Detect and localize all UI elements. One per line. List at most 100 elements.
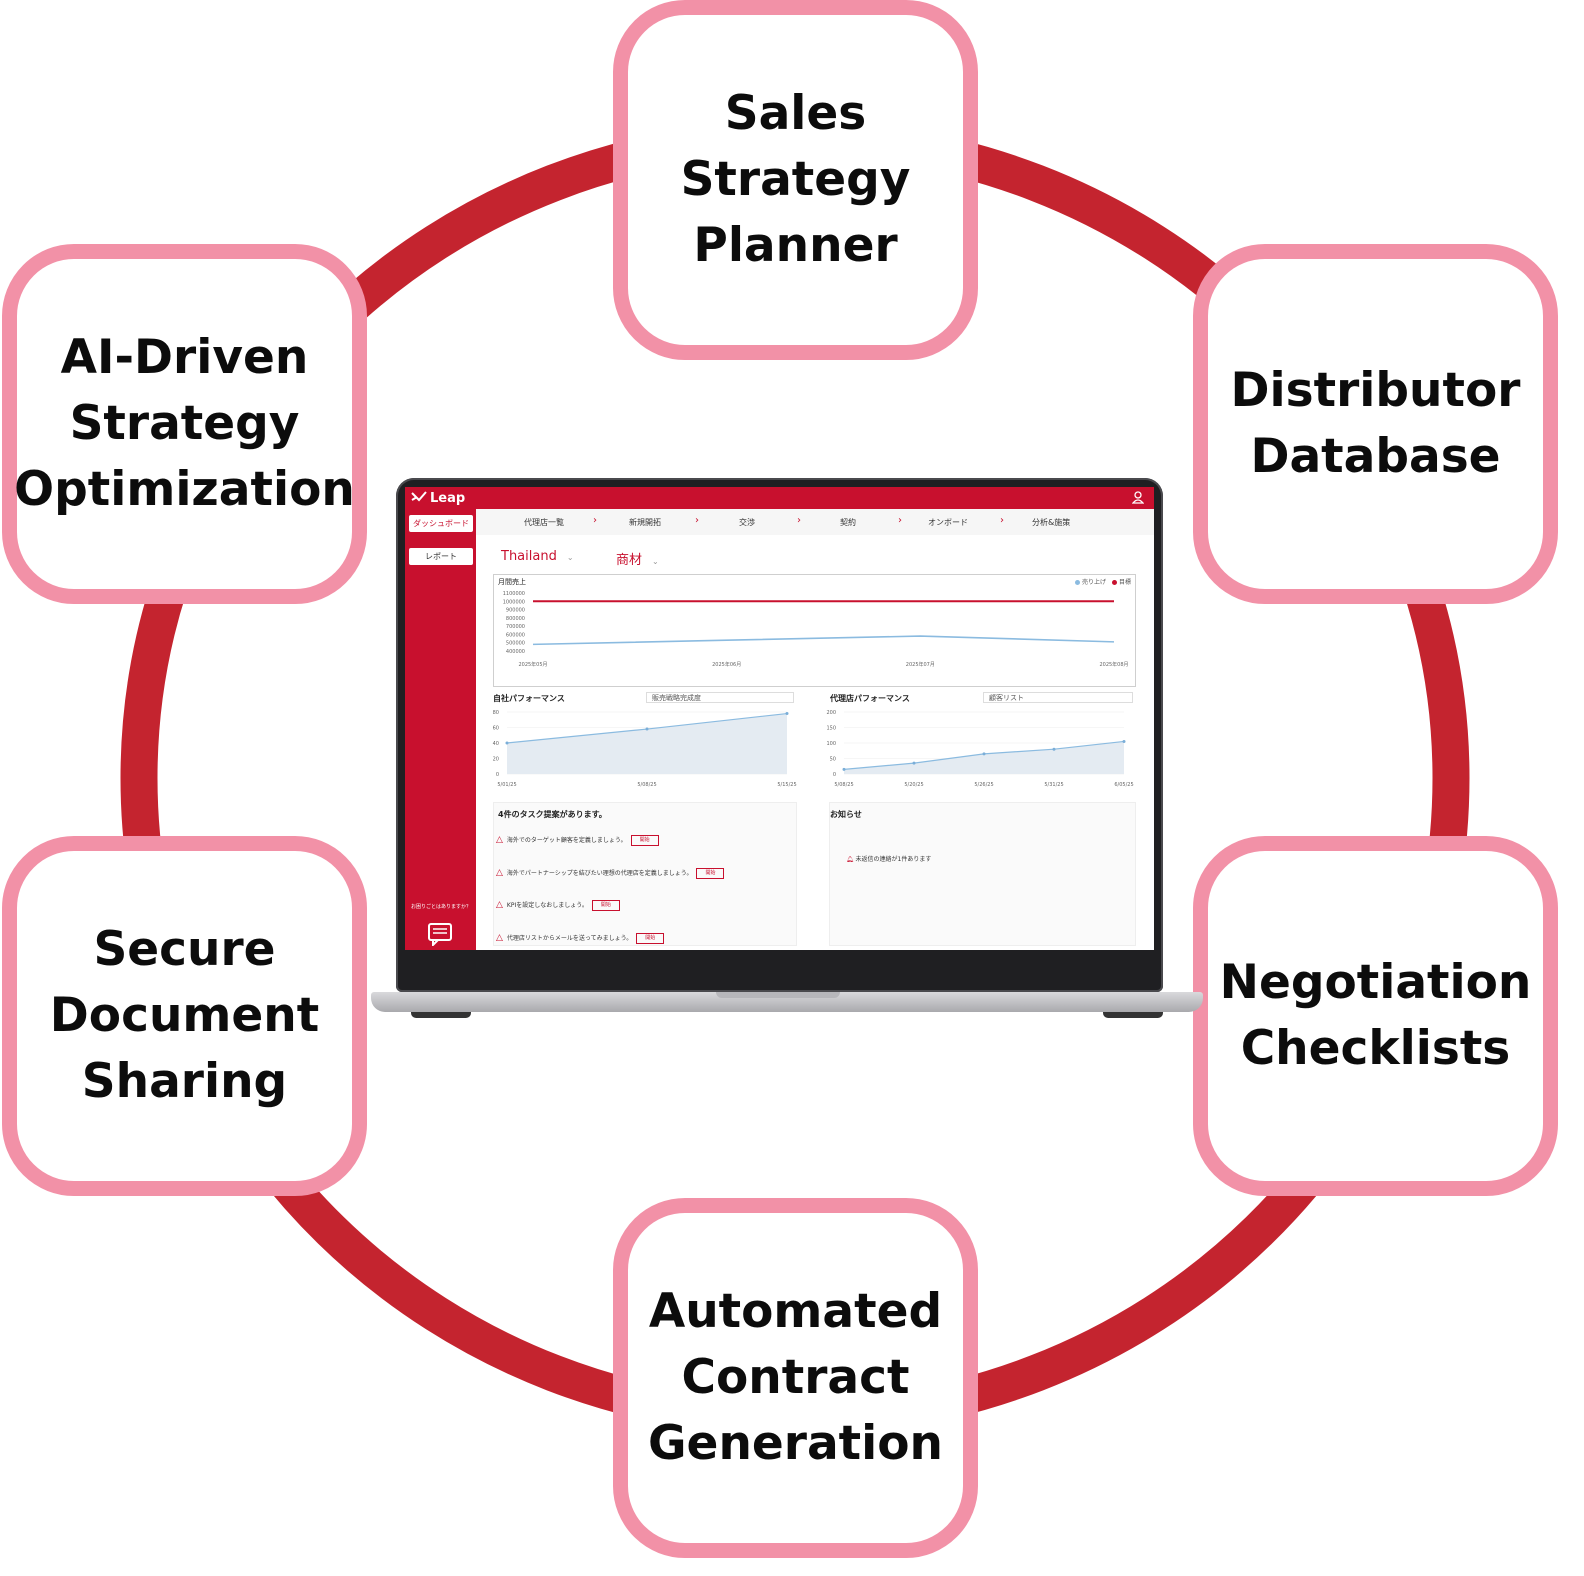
data-point: [1052, 747, 1056, 751]
chevron-right-icon: ›: [695, 515, 699, 526]
app-sidebar: ダッシュボード レポート お困りごとはありますか？: [405, 509, 476, 950]
task-text: 海外でパートナーシップを結びたい理想の代理店を定義しましょう。: [506, 870, 693, 877]
y-tick-label: 400000: [506, 649, 525, 655]
chevron-down-icon: ⌄: [652, 557, 659, 566]
y-tick-label: 200: [826, 710, 836, 716]
y-tick-label: 0: [496, 772, 499, 778]
notice-panel: [829, 802, 1136, 946]
dist-perf-select[interactable]: 顧客リスト: [983, 692, 1133, 703]
y-tick-label: 0: [833, 772, 836, 778]
chat-icon[interactable]: [427, 922, 453, 946]
x-tick-label: 2025年08月: [1099, 661, 1128, 668]
series-line-sales: [532, 635, 1115, 646]
sidebar-item-dashboard[interactable]: ダッシュボード: [409, 515, 473, 532]
warning-icon: △: [496, 933, 503, 943]
task-start-button[interactable]: 開始: [591, 900, 620, 911]
laptop-base: [371, 992, 1203, 1012]
chevron-right-icon: ›: [898, 515, 902, 526]
chevron-right-icon: ›: [1000, 515, 1004, 526]
leap-logo-icon: [411, 491, 427, 502]
task-item: △海外でパートナーシップを結びたい理想の代理店を定義しましょう。開始: [496, 868, 725, 879]
workflow-steps: 代理店一覧 › 新規開拓 › 交渉 › 契約 › オンボード › 分析&施策: [476, 509, 1154, 535]
y-tick-label: 800000: [506, 616, 525, 622]
notice-title: お知らせ: [830, 810, 862, 819]
data-point: [912, 761, 916, 765]
y-tick-label: 900000: [506, 608, 525, 614]
task-text: KPIを設定しなおしましょう。: [506, 902, 588, 909]
x-tick-label: 2025年07月: [906, 661, 935, 668]
legend-sales: 売り上げ: [1082, 579, 1107, 586]
dashboard-screen: Leap ダッシュボード レポート お困りごとはありますか？ 代理店一覧 › 新…: [405, 487, 1154, 950]
own-perf-select[interactable]: 販売戦略完成度: [646, 692, 794, 703]
x-tick-label: 5/08/25: [834, 782, 853, 788]
notice-item[interactable]: 🔔︎ 未返信の連絡が1件あります: [846, 854, 931, 863]
warning-icon: △: [496, 868, 503, 878]
x-tick-label: 5/31/25: [1044, 782, 1063, 788]
step-distributor-list[interactable]: 代理店一覧: [524, 518, 564, 527]
area-fill: [507, 713, 787, 774]
monthly-sales-chart: 1100000100000090000080000070000060000050…: [503, 591, 1129, 668]
task-start-button[interactable]: 開始: [630, 835, 659, 846]
monthly-sales-title: 月間売上: [498, 578, 526, 586]
task-item: △海外でのターゲット顧客を定義しましょう。開始: [496, 835, 659, 846]
monthly-legend: 売り上げ 目標: [1075, 577, 1131, 586]
x-tick-label: 6/05/25: [1114, 782, 1133, 788]
step-onboard[interactable]: オンボード: [928, 518, 968, 527]
y-tick-label: 40: [493, 741, 499, 747]
step-new-development[interactable]: 新規開拓: [629, 518, 661, 527]
app-header: Leap: [405, 487, 1154, 509]
task-item: △KPIを設定しなおしましょう。開始: [496, 900, 620, 911]
step-analysis[interactable]: 分析&施策: [1032, 518, 1071, 527]
app-logo[interactable]: Leap: [411, 490, 465, 506]
laptop-notch: [716, 992, 840, 998]
y-tick-label: 700000: [506, 624, 525, 630]
x-tick-label: 5/20/25: [904, 782, 923, 788]
country-value: Thailand: [501, 549, 557, 564]
tasks-title: 4件のタスク提案があります。: [498, 810, 607, 819]
notice-text: 未返信の連絡が1件あります: [855, 856, 932, 863]
chevron-right-icon: ›: [593, 515, 597, 526]
monthly-sales-panel: [493, 574, 1136, 687]
y-tick-label: 60: [493, 726, 499, 732]
y-tick-label: 100: [826, 741, 836, 747]
product-select[interactable]: 商材 ⌄: [616, 549, 659, 568]
app-logo-text: Leap: [430, 491, 466, 506]
sidebar-item-report[interactable]: レポート: [409, 548, 473, 565]
user-icon[interactable]: [1132, 491, 1144, 504]
help-text: お困りごとはありますか？: [410, 904, 471, 910]
data-point: [645, 727, 649, 731]
x-tick-label: 5/26/25: [974, 782, 993, 788]
task-start-button[interactable]: 開始: [696, 868, 725, 879]
task-text: 海外でのターゲット顧客を定義しましょう。: [506, 837, 627, 844]
laptop-mockup: Leap ダッシュボード レポート お困りごとはありますか？ 代理店一覧 › 新…: [371, 478, 1203, 1023]
y-tick-label: 1000000: [503, 599, 525, 605]
y-tick-label: 80: [493, 710, 499, 716]
country-select[interactable]: Thailand⌄: [501, 549, 574, 564]
step-negotiation[interactable]: 交渉: [739, 518, 755, 527]
own-perf-title: 自社パフォーマンス: [493, 694, 565, 703]
product-value: 商材: [616, 553, 643, 568]
x-tick-label: 5/08/25: [637, 782, 656, 788]
bell-icon: 🔔︎: [846, 856, 854, 863]
step-contract[interactable]: 契約: [840, 518, 856, 527]
y-tick-label: 600000: [506, 632, 525, 638]
data-point: [505, 741, 509, 745]
task-start-button[interactable]: 開始: [636, 933, 665, 944]
warning-icon: △: [496, 835, 503, 845]
legend-dot: [1075, 580, 1080, 585]
y-tick-label: 150: [826, 726, 836, 732]
tasks-panel: [493, 802, 797, 946]
x-tick-label: 5/01/25: [497, 782, 516, 788]
laptop-feet: [411, 1012, 1163, 1018]
dist-perf-title: 代理店パフォーマンス: [830, 694, 910, 703]
y-tick-label: 1100000: [503, 591, 525, 597]
